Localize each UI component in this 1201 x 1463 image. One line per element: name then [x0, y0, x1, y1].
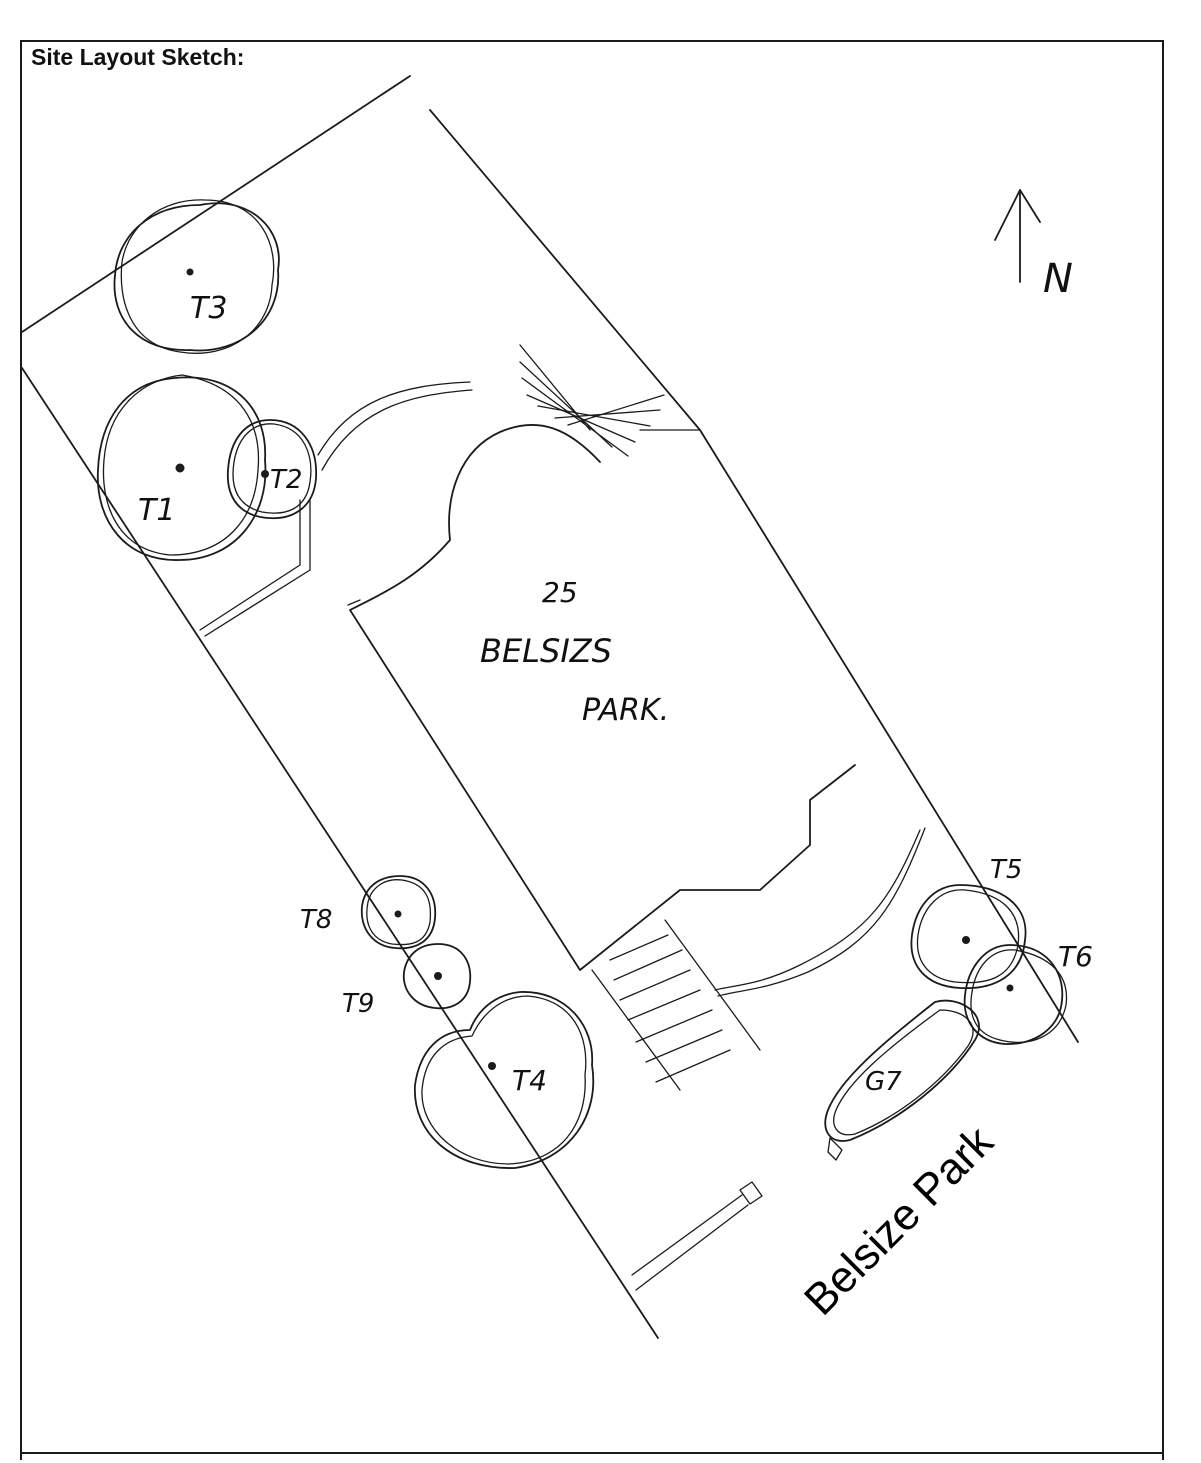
tree-t6: [963, 944, 1068, 1045]
tree-label-t8: T8: [300, 905, 332, 935]
building-number: 25: [542, 576, 578, 609]
property-boundary: [21, 75, 1079, 1339]
tree-label-t3: T3: [190, 291, 227, 326]
tree-label-t9: T9: [342, 989, 374, 1019]
tree-label-t6: T6: [1058, 940, 1093, 973]
north-label: N: [1043, 256, 1073, 302]
tree-t3: [113, 199, 280, 354]
tree-t8: [360, 875, 437, 950]
sketch-frame: [20, 40, 1164, 1460]
tree-label-t5: T5: [990, 855, 1022, 885]
building-name-line2: PARK.: [582, 693, 669, 728]
form-divider: [20, 1452, 1164, 1454]
tree-label-t1: T1: [138, 493, 175, 528]
page-title: Site Layout Sketch:: [31, 44, 245, 70]
tree-t1: [96, 374, 267, 561]
garden-path: [199, 381, 473, 637]
building-name-line1: BELSIZS: [480, 632, 612, 670]
tree-t4: [414, 991, 595, 1169]
tree-label-t4: T4: [512, 1064, 547, 1097]
tree-label-t2: T2: [270, 465, 302, 495]
tree-label-g7: G7: [865, 1067, 902, 1097]
rear-steps: [591, 919, 761, 1091]
north-arrow-icon: [994, 189, 1041, 283]
front-steps: [519, 344, 665, 457]
tree-group-g7: [824, 999, 980, 1161]
tree-t9: [402, 943, 472, 1010]
tree-t5: [910, 884, 1027, 990]
tree-t2: [227, 419, 317, 520]
building-outline: [347, 424, 926, 997]
front-gate: [631, 1181, 763, 1291]
